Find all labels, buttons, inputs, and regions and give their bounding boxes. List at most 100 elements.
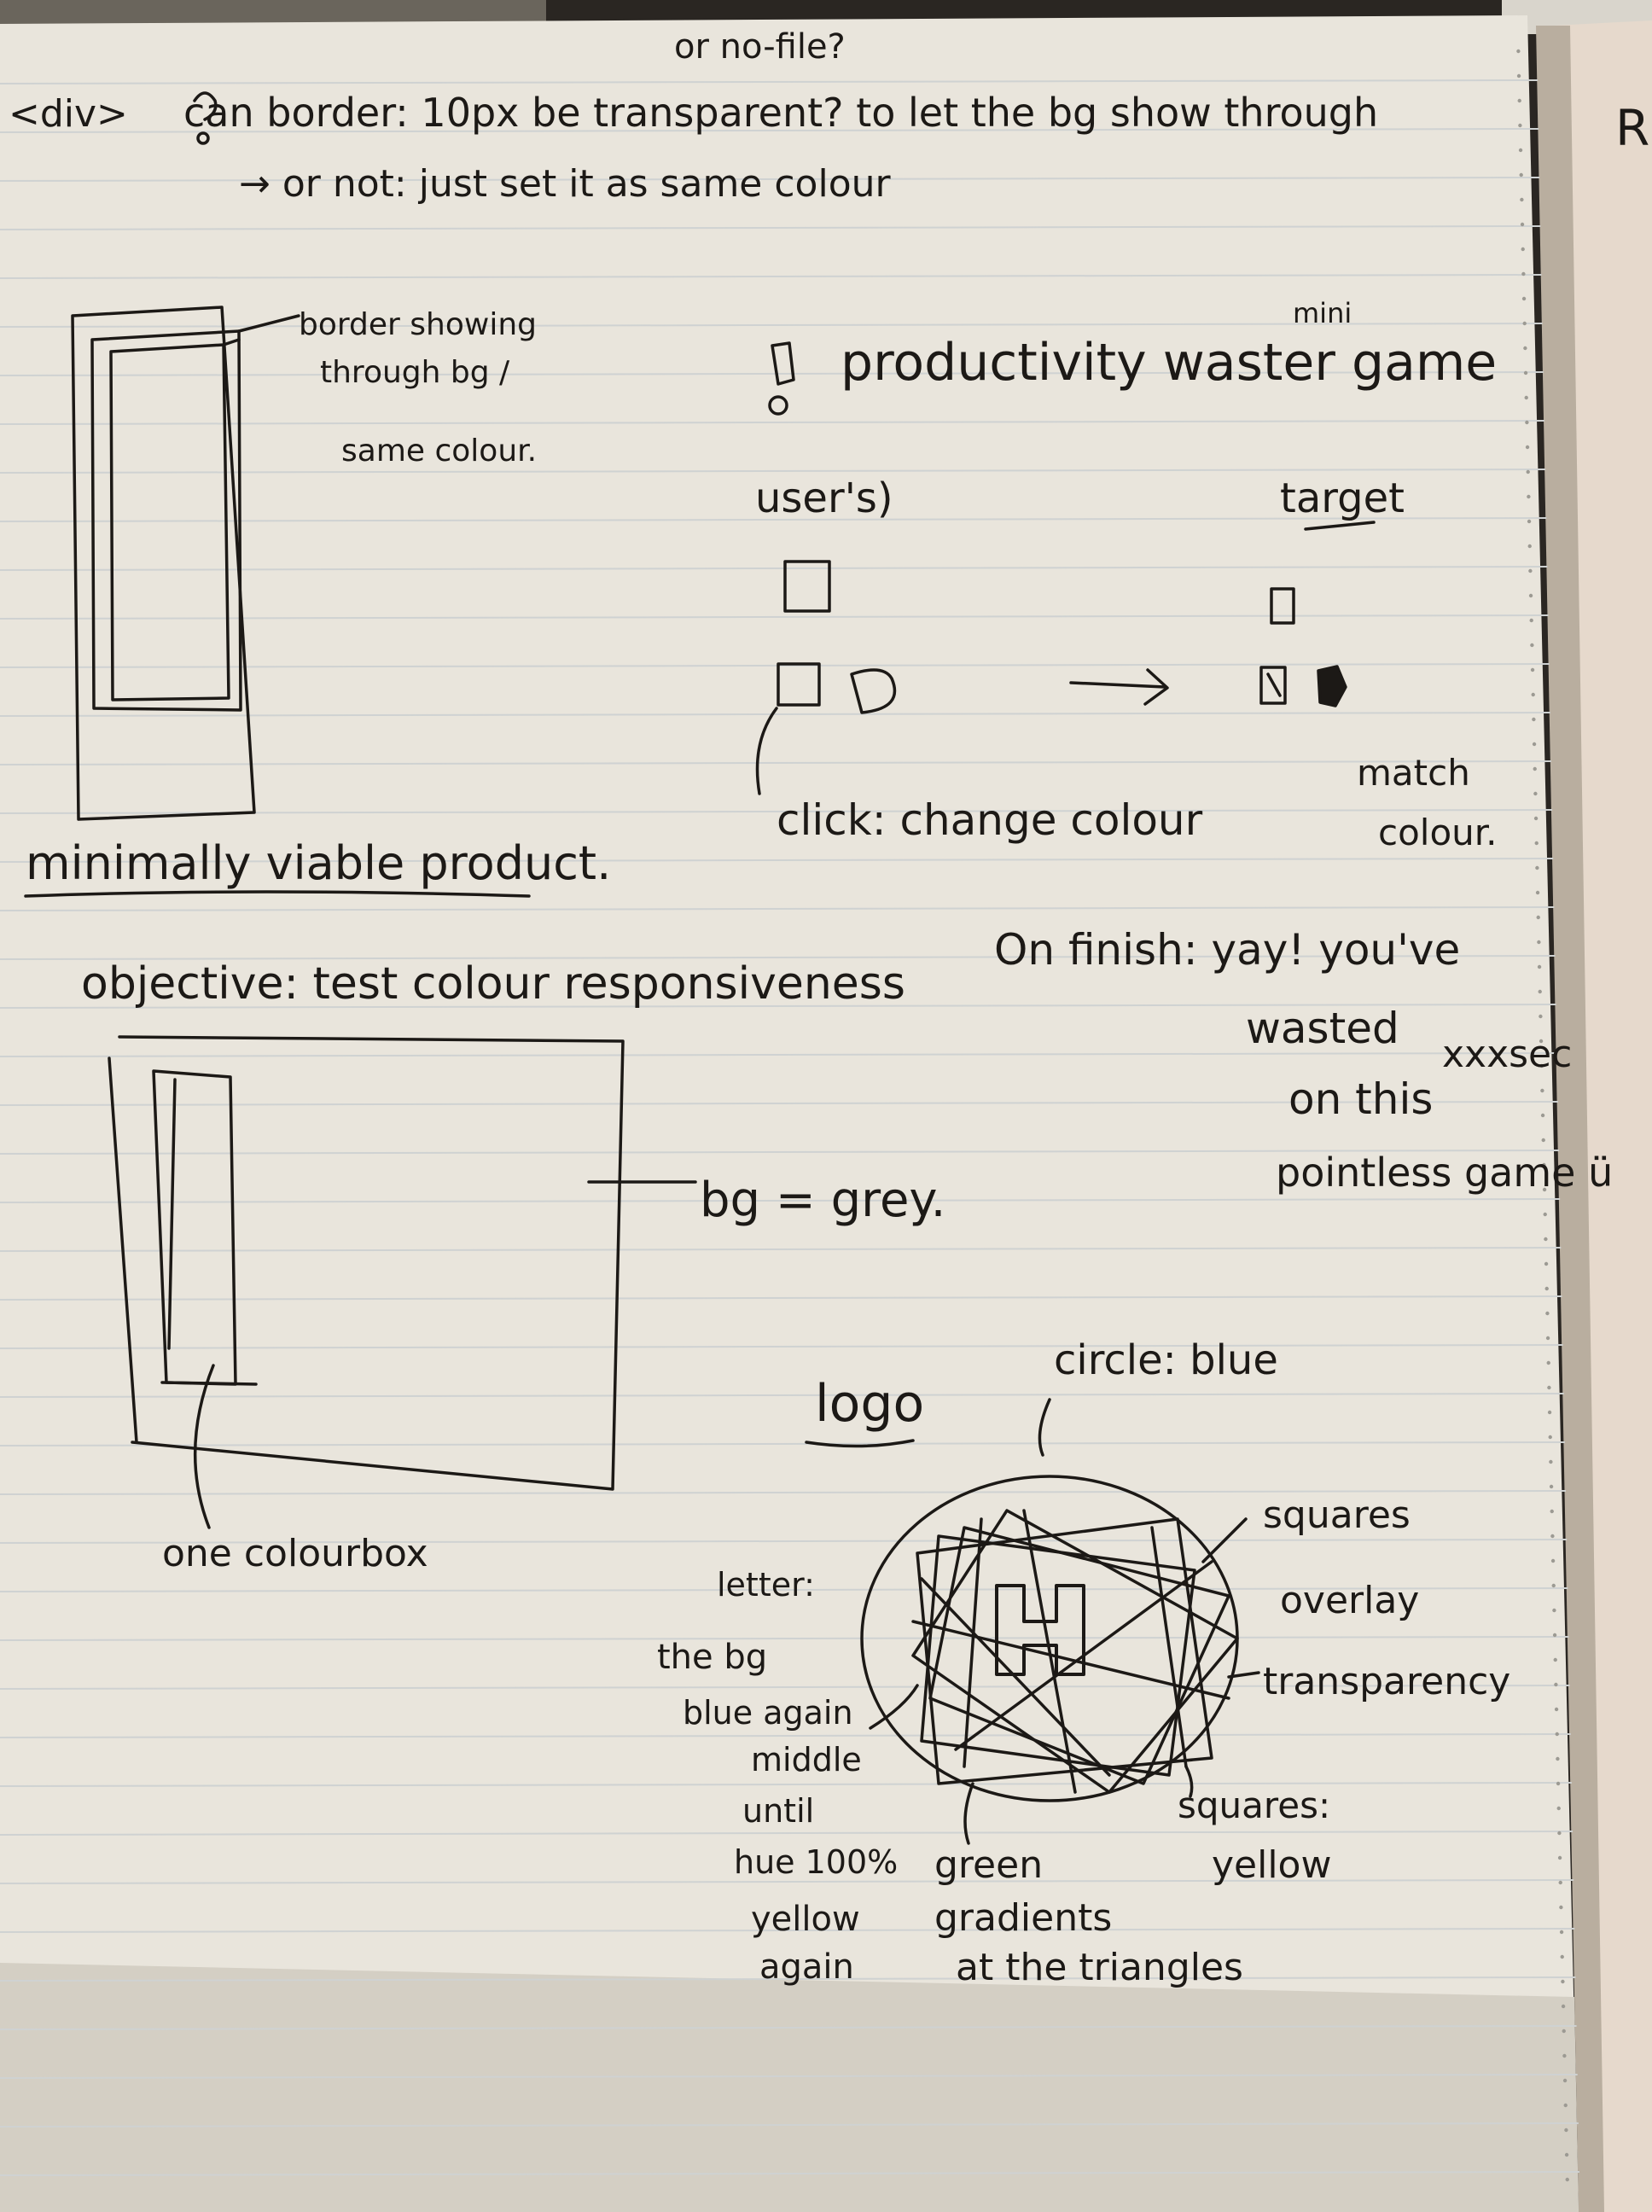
binding-dot xyxy=(1528,568,1533,573)
binding-dot xyxy=(1543,1212,1547,1217)
target-filled-square xyxy=(1317,665,1347,707)
binding-dot xyxy=(1536,915,1540,920)
circle-pointer xyxy=(1038,1398,1051,1457)
ruled-line xyxy=(0,2171,1579,2176)
binding-dot xyxy=(1518,148,1523,153)
yellow-note-1: squares: xyxy=(1178,1784,1330,1826)
letter-note-8: again xyxy=(759,1947,854,1987)
label-same-colour: same colour. xyxy=(341,434,537,469)
binding-dot xyxy=(1555,1732,1559,1737)
ruled-line xyxy=(0,225,1541,230)
ruled-line xyxy=(0,1344,1563,1349)
binding-dot xyxy=(1549,1459,1553,1464)
letter-note-4: middle xyxy=(751,1741,862,1778)
binding-dot xyxy=(1541,1138,1545,1143)
ruled-line xyxy=(0,809,1553,814)
binding-dot xyxy=(1554,1707,1559,1712)
binding-dot xyxy=(1516,73,1521,79)
note-click-change-colour: click: change colour xyxy=(777,795,1203,845)
binding-dot xyxy=(1533,816,1539,821)
binding-dot xyxy=(1534,841,1539,846)
letter-pointer xyxy=(869,1684,919,1730)
binding-dot xyxy=(1551,1583,1556,1588)
ruled-line xyxy=(0,2122,1579,2128)
ruled-line xyxy=(0,1636,1569,1641)
green-note-1: green xyxy=(934,1843,1043,1887)
yellow-note-2: yellow xyxy=(1212,1843,1331,1887)
binding-dot xyxy=(1521,271,1526,276)
binding-dot xyxy=(1529,618,1533,623)
letter-note-5: until xyxy=(742,1792,814,1830)
label-circle-blue: circle: blue xyxy=(1054,1336,1278,1384)
label-transparency: transparency xyxy=(1263,1660,1510,1703)
logo-letter-h xyxy=(995,1584,1085,1676)
ruled-line xyxy=(0,469,1546,474)
binding-dot xyxy=(1523,370,1528,375)
label-overlay: overlay xyxy=(1280,1579,1419,1622)
binding-dot xyxy=(1550,1509,1554,1514)
binding-dot xyxy=(1550,1534,1555,1539)
logo-underline xyxy=(805,1439,915,1448)
ruled-line xyxy=(0,906,1555,911)
binding-dot xyxy=(1520,222,1525,227)
binding-dot xyxy=(1539,1014,1543,1019)
binding-dot xyxy=(1525,420,1529,425)
label-one-colour-box: one colourbox xyxy=(162,1532,428,1575)
binding-dot xyxy=(1558,1880,1562,1885)
mvp-screen-sketch xyxy=(108,1035,697,1529)
ruled-line xyxy=(0,955,1556,960)
finish-line-3: xxxsec xyxy=(1442,1033,1572,1076)
binding-dot xyxy=(1552,1608,1556,1613)
binding-dot xyxy=(1550,1558,1556,1563)
binding-dot xyxy=(1527,494,1531,499)
label-through-bg: through bg / xyxy=(320,355,510,390)
binding-dot xyxy=(1527,544,1532,549)
binding-dot xyxy=(1547,1410,1552,1415)
binding-dot xyxy=(1537,964,1542,969)
logo-sketch xyxy=(860,1475,1239,1802)
binding-dot xyxy=(1556,1756,1560,1761)
arrow-to-target xyxy=(1069,668,1169,706)
binding-dot xyxy=(1542,1187,1547,1192)
ruled-lines xyxy=(0,79,1579,2176)
binding-dot xyxy=(1552,1633,1557,1638)
binding-dot xyxy=(1521,296,1527,301)
binding-dot xyxy=(1553,1657,1557,1662)
ruled-line xyxy=(0,1150,1560,1155)
finish-line-1: On finish: yay! you've xyxy=(994,925,1460,975)
ruled-line xyxy=(0,420,1544,425)
yellow-pointer xyxy=(1184,1765,1194,1798)
binding-dot xyxy=(1544,1261,1549,1266)
finish-line-4: on this xyxy=(1288,1074,1433,1124)
green-pointer xyxy=(963,1782,974,1845)
binding-dot xyxy=(1523,346,1527,351)
binding-dot xyxy=(1532,717,1536,722)
binding-dot xyxy=(1530,667,1535,672)
note-or-no-file: or no-file? xyxy=(674,27,846,67)
heading-productivity-waster-game: productivity waster game xyxy=(841,333,1497,393)
binding-dot xyxy=(1521,247,1525,252)
binding-dot xyxy=(1518,123,1522,128)
note-colour: colour. xyxy=(1378,812,1498,853)
binding-dot xyxy=(1559,1930,1564,1935)
letter-note-3: blue again xyxy=(683,1694,853,1732)
ruled-line xyxy=(0,1004,1556,1009)
binding-dot xyxy=(1522,321,1527,326)
ruled-line xyxy=(0,517,1547,522)
binding-dot xyxy=(1545,1311,1550,1316)
ruled-line xyxy=(0,858,1554,863)
letter-note-6: hue 100% xyxy=(734,1843,898,1881)
ruled-line xyxy=(0,1879,1574,1884)
ruled-line xyxy=(0,1831,1573,1836)
label-bg-grey: bg = grey. xyxy=(700,1173,945,1228)
heading-logo: logo xyxy=(815,1374,924,1434)
question-mark-doodle xyxy=(193,91,218,145)
ruled-line xyxy=(0,1490,1567,1495)
ruled-line xyxy=(0,79,1538,84)
note-objective: objective: test colour responsiveness xyxy=(81,958,905,1010)
page-shadow xyxy=(0,1963,1579,2212)
binding-dot xyxy=(1528,593,1533,598)
ruled-line xyxy=(0,2025,1577,2030)
ruled-line xyxy=(0,2074,1578,2079)
